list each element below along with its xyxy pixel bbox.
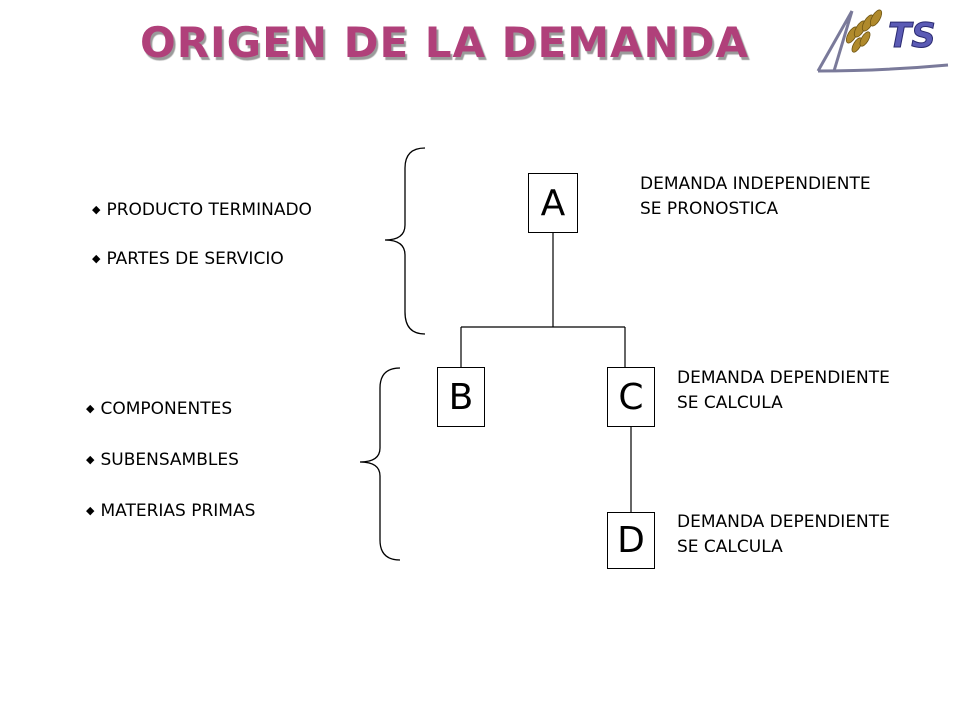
diamond-bullet-icon: ◆ xyxy=(92,252,101,265)
node-a: A xyxy=(528,173,578,233)
note-line: SE PRONOSTICA xyxy=(640,199,779,219)
list-item: ◆PARTES DE SERVICIO xyxy=(92,249,284,269)
list-item: ◆COMPONENTES xyxy=(86,399,233,419)
note-line: SE CALCULA xyxy=(677,393,783,413)
diamond-bullet-icon: ◆ xyxy=(86,504,95,517)
logo-text: TS xyxy=(888,16,936,56)
note-line: SE CALCULA xyxy=(677,537,783,557)
node-c: C xyxy=(607,367,655,427)
logo: TS xyxy=(816,9,949,73)
note-line: DEMANDA INDEPENDIENTE xyxy=(640,174,871,194)
page-title: ORIGEN DE LA DEMANDA xyxy=(140,18,750,67)
note-dependent-c: DEMANDA DEPENDIENTE SE CALCULA xyxy=(677,366,890,416)
diamond-bullet-icon: ◆ xyxy=(92,203,101,216)
note-line: DEMANDA DEPENDIENTE xyxy=(677,368,890,388)
diamond-bullet-icon: ◆ xyxy=(86,402,95,415)
list-item: ◆MATERIAS PRIMAS xyxy=(86,501,256,521)
node-b: B xyxy=(437,367,485,427)
brace-top xyxy=(384,147,426,335)
brace-bottom xyxy=(359,367,401,561)
note-independent: DEMANDA INDEPENDIENTE SE PRONOSTICA xyxy=(640,172,871,222)
note-dependent-d: DEMANDA DEPENDIENTE SE CALCULA xyxy=(677,510,890,560)
note-line: DEMANDA DEPENDIENTE xyxy=(677,512,890,532)
diamond-bullet-icon: ◆ xyxy=(86,453,95,466)
list-item: ◆PRODUCTO TERMINADO xyxy=(92,200,312,220)
wheat-icon xyxy=(845,9,883,53)
list-item: ◆SUBENSAMBLES xyxy=(86,450,239,470)
node-d: D xyxy=(607,512,655,569)
